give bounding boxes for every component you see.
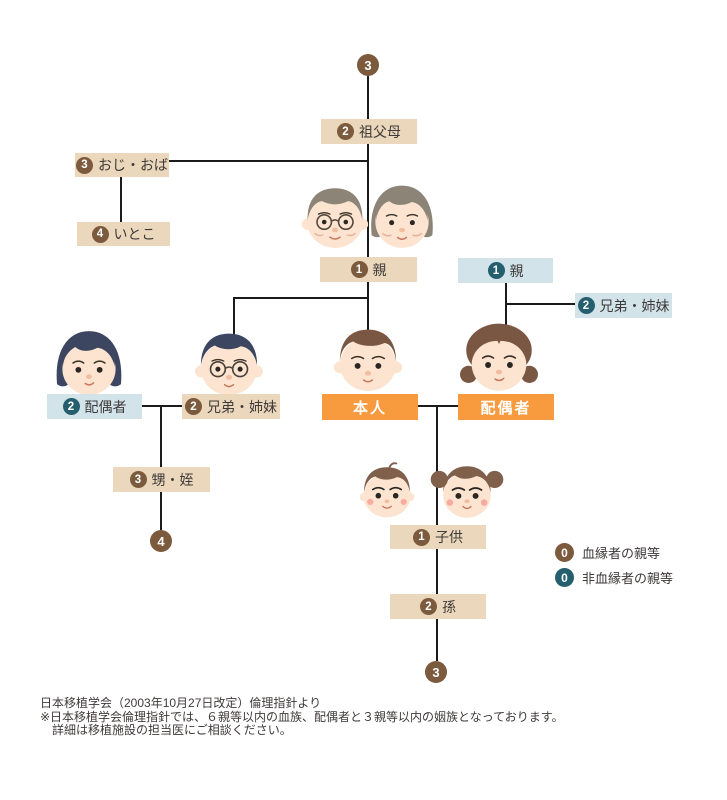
face-self <box>333 329 403 392</box>
legend-non-blood-relatives: 0 非血縁者の親等 <box>555 568 673 587</box>
node-sibling-blood: 2 兄弟・姉妹 <box>182 394 280 419</box>
connector-line <box>367 76 369 119</box>
face-grandfather <box>301 188 369 248</box>
degree-badge: 3 <box>129 471 147 488</box>
face-sibling-brother <box>194 333 264 396</box>
connector-line <box>505 282 507 340</box>
connector-line <box>160 405 162 467</box>
node-children: 1 子供 <box>390 525 486 549</box>
node-uncle-aunt: 3 おじ・おば <box>75 153 169 177</box>
connector-line <box>120 177 122 222</box>
legend-non-blood-badge: 0 <box>555 568 574 587</box>
degree-badge: 2 <box>337 123 354 140</box>
footer-source-line: 日本移植学会（2003年10月27日改定）倫理指針より <box>40 696 322 710</box>
connector-line <box>142 405 182 407</box>
footer-notes: 日本移植学会（2003年10月27日改定）倫理指針より ※日本移植学会倫理指針で… <box>40 696 564 738</box>
node-parent-blood: 1 親 <box>320 257 417 282</box>
face-sibling-spouse <box>56 331 122 395</box>
degree-badge: 2 <box>420 598 437 615</box>
face-spouse <box>460 323 538 391</box>
degree-circle-top: 3 <box>357 54 379 76</box>
degree-badge: 1 <box>487 262 505 279</box>
face-grandmother <box>371 185 433 248</box>
node-sibling-inlaw: 2 兄弟・姉妹 <box>575 293 672 318</box>
degree-badge: 2 <box>62 398 80 415</box>
degree-badge: 2 <box>185 398 202 415</box>
node-cousin: 4 いとこ <box>77 222 170 246</box>
degree-badge: 2 <box>577 297 595 314</box>
node-grandparents: 2 祖父母 <box>321 119 417 144</box>
node-nephew-niece: 3 甥・姪 <box>113 467 210 492</box>
connector-line <box>160 492 162 530</box>
connector-line <box>436 619 438 661</box>
connector-line <box>367 143 369 258</box>
degree-badge: 1 <box>350 261 368 278</box>
node-self: 本人 <box>322 394 418 420</box>
legend-blood-badge: 0 <box>555 543 574 562</box>
node-spouse: 配偶者 <box>458 394 554 420</box>
footer-note-line: ※日本移植学会倫理指針では、６親等以内の血族、配偶者と３親等以内の姻族となってお… <box>40 709 564 724</box>
connector-line <box>418 405 458 407</box>
degree-badge: 4 <box>91 225 109 243</box>
degree-circle-bottom: 3 <box>425 661 447 683</box>
face-daughter <box>430 466 504 518</box>
connector-line <box>233 297 235 345</box>
node-parent-inlaw: 1 親 <box>458 258 553 283</box>
node-sibling-spouse: 2 配偶者 <box>47 394 142 419</box>
node-grandchild: 2 孫 <box>390 594 486 619</box>
degree-circle-four: 4 <box>150 530 172 552</box>
degree-badge: 3 <box>76 156 93 174</box>
connector-line <box>168 160 369 162</box>
connector-line <box>367 281 369 343</box>
face-son <box>359 462 415 518</box>
connector-line <box>233 297 369 299</box>
legend-blood-relatives: 0 血縁者の親等 <box>555 543 660 562</box>
connector-line <box>436 405 438 525</box>
footer-contact-line: 詳細は移植施設の担当医にご相談ください。 <box>52 723 292 737</box>
connector-line <box>436 549 438 594</box>
connector-line <box>505 303 575 305</box>
degree-badge: 1 <box>413 528 430 546</box>
